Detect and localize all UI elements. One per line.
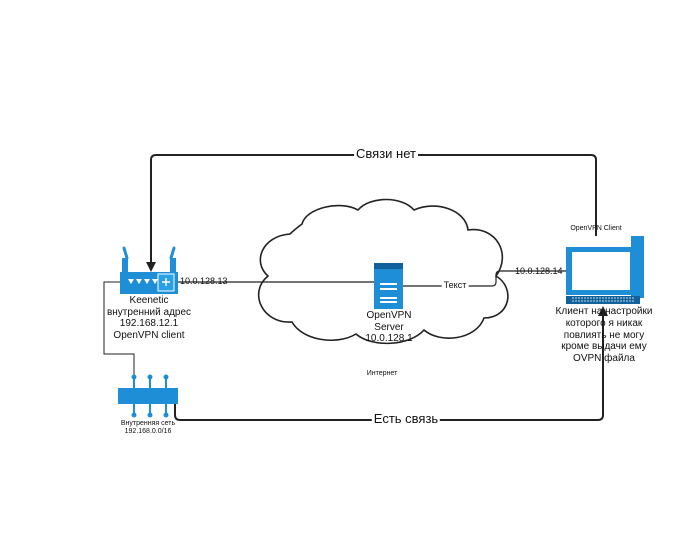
router-name: Keenetic: [129, 295, 169, 306]
router-tunnel-ip: 10.0.128.13: [180, 276, 228, 286]
edge-label-tunnel: Текст: [441, 280, 469, 291]
server-ip: 10.0.128.1: [365, 333, 413, 344]
router-ip: 192.168.12.1: [119, 318, 179, 329]
client-desc-line: которого я никак: [565, 317, 643, 329]
router-role: OpenVPN client: [113, 329, 185, 341]
client-title: OpenVPN Client: [570, 225, 622, 232]
server-type: Server: [374, 321, 404, 333]
edge-server-client: [403, 270, 566, 287]
server-label: OpenVPN Server 10.0.128.1: [365, 310, 412, 345]
server-name: OpenVPN: [366, 310, 412, 321]
lan-subnet: 192.168.0.0/16: [124, 428, 172, 436]
router-internal-label: внутренний адрес: [106, 306, 192, 318]
edge-label-connected: Есть связь: [371, 411, 441, 427]
router-icon[interactable]: [120, 246, 178, 294]
edge-label-no-connection: Связи нет: [354, 146, 418, 162]
edge-router-lan: [103, 281, 135, 380]
client-tunnel-ip: 10.0.128.14: [515, 266, 563, 276]
client-desc-line: Клиент на настройки: [555, 306, 653, 317]
lan-label: Внутренняя сеть 192.168.0.0/16: [121, 420, 175, 436]
lan-switch-icon[interactable]: [118, 374, 178, 418]
client-computer-icon[interactable]: [566, 236, 644, 304]
client-desc-line: OVPN файла: [573, 353, 635, 365]
router-label: Keenetic внутренний адрес 192.168.12.1 O…: [107, 295, 191, 341]
client-desc-line: повлиять не могу: [563, 329, 645, 341]
client-description: Клиент на настройки которого я никак пов…: [556, 306, 653, 365]
client-desc-line: кроме выдачи ему: [561, 341, 647, 353]
lan-name: Внутренняя сеть: [120, 420, 176, 427]
internet-label: Интернет: [366, 370, 398, 377]
server-icon[interactable]: [374, 263, 403, 309]
